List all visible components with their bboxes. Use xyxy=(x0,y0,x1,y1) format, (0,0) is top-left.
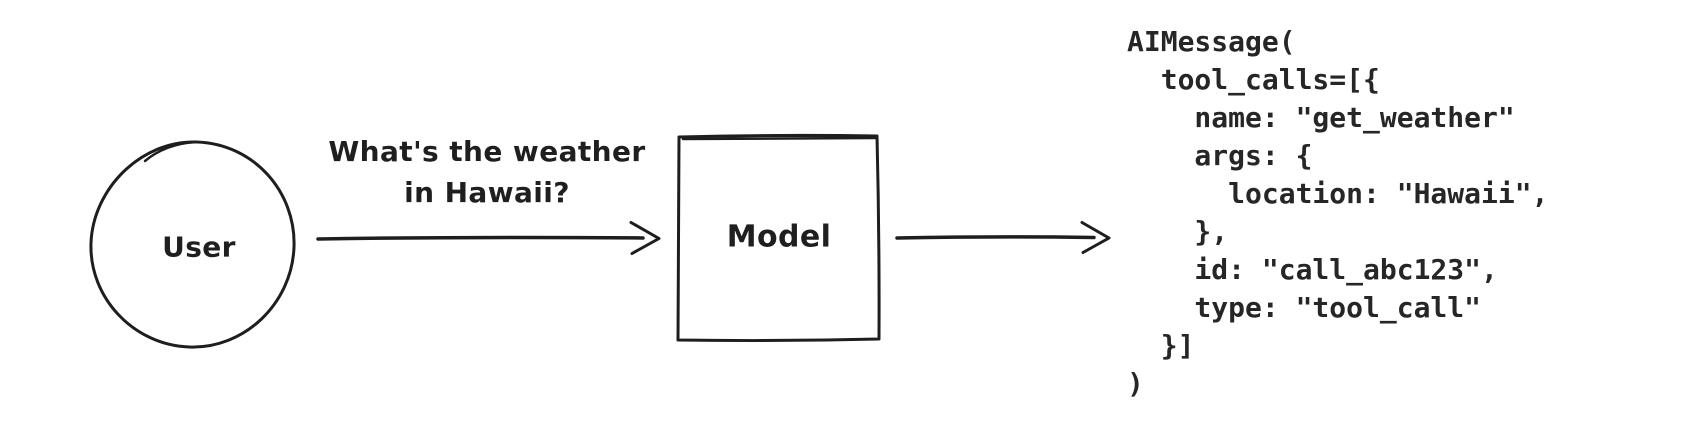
arrow-user-to-model xyxy=(316,221,661,255)
aimessage-code-block: AIMessage( tool_calls=[{ name: "get_weat… xyxy=(1127,25,1549,400)
model-node-label: Model xyxy=(726,219,832,255)
model-box xyxy=(676,133,881,343)
arrow-model-to-output xyxy=(895,221,1111,254)
user-node-label: User xyxy=(162,230,236,264)
user-message-label: What's the weather in Hawaii? xyxy=(328,135,646,209)
user-circle xyxy=(89,140,296,349)
